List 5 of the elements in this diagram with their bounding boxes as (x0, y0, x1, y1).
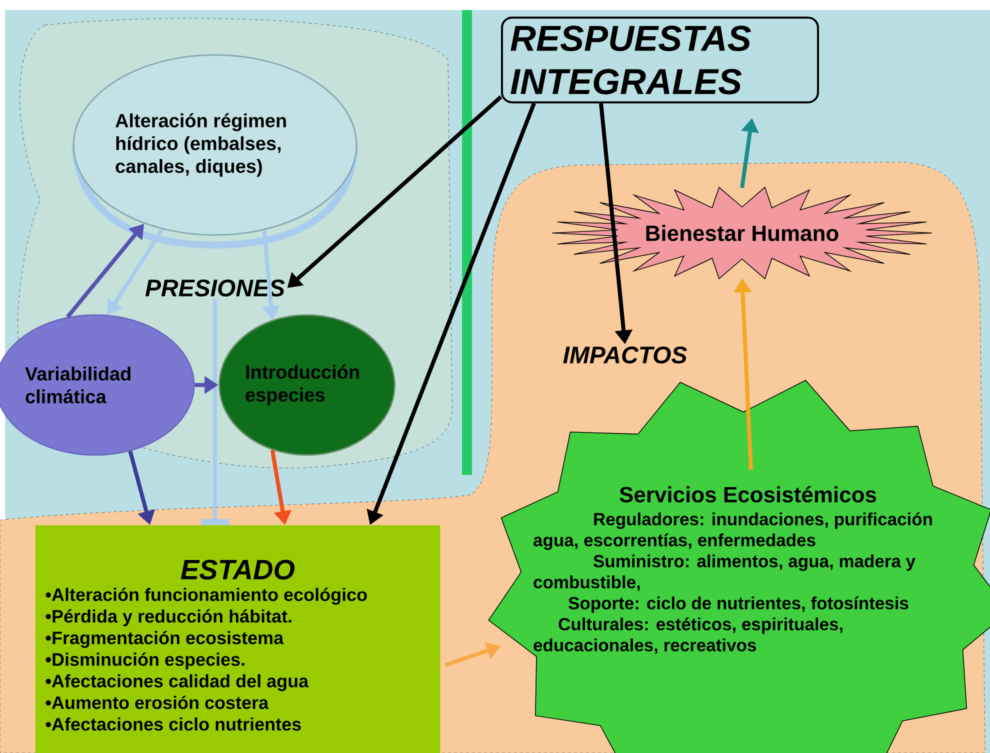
state-box: ESTADO •Alteración funcionamiento ecológico •Pérdida y reducción hábitat. •Fragmentación ecosistema •Disminución especies. •Afectaciones calidad del agua •Aumento erosión costera •Afectaciones ciclo nutrientes (35, 525, 440, 753)
arrow (201, 298, 229, 525)
section-heading: IMPACTOS (563, 346, 687, 364)
response-box: RESPUESTAS INTEGRALES (501, 16, 819, 104)
section-heading: PRESIONES (145, 280, 285, 296)
